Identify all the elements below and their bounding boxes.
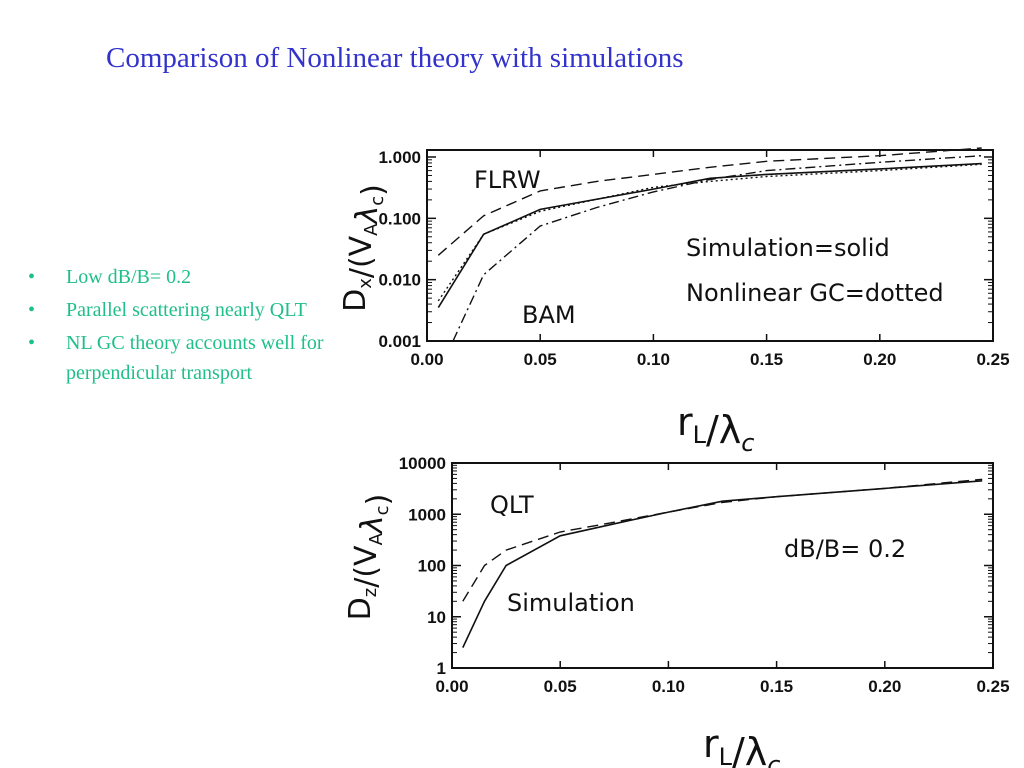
- bullet-text: Parallel scattering nearly QLT: [66, 299, 307, 321]
- chart-annotation: BAM: [522, 301, 576, 329]
- y-tick-label: 0.010: [378, 271, 421, 290]
- y-axis-title-part: λ: [350, 206, 385, 226]
- x-axis-title-part: /λ: [732, 730, 767, 768]
- x-tick-label: 0.20: [868, 677, 901, 696]
- y-axis-title-part: x: [355, 278, 376, 289]
- y-axis-title-part: λ: [355, 515, 390, 535]
- series-line-solid: [462, 480, 983, 648]
- chart-annotation: Nonlinear GC=dotted: [686, 279, 944, 307]
- x-tick-label: 0.15: [750, 350, 783, 369]
- y-tick-label: 0.001: [378, 332, 421, 351]
- y-axis-title: Dx/(VAλc): [338, 184, 391, 312]
- bullet-dot: •: [28, 299, 36, 321]
- y-axis-title-part: c: [372, 505, 393, 515]
- chart-dz: 0.00 0.05 0.10 0.15 0.20 0.25 1 10 100 1000 10000Q…: [343, 454, 1010, 768]
- x-tick-label: 0.05: [524, 350, 557, 369]
- x-tick-label: 0.10: [652, 677, 685, 696]
- y-axis-title-part: z: [360, 588, 381, 597]
- y-axis-title-part: D: [338, 289, 373, 312]
- series-line-dashed: [437, 147, 982, 256]
- chart-annotation: dB/B= 0.2: [784, 535, 906, 563]
- y-tick-label: 10000: [399, 454, 446, 473]
- x-axis-title-part: c: [767, 751, 780, 768]
- x-axis-title-part: r: [703, 722, 719, 766]
- y-tick-label: 1: [437, 659, 446, 678]
- chart-annotation: FLRW: [474, 166, 541, 194]
- x-axis-title-part: c: [741, 429, 754, 457]
- x-tick-label: 0.00: [410, 350, 443, 369]
- x-axis-title: rL/λc: [677, 400, 755, 457]
- y-axis-title-part: /(V: [349, 545, 384, 588]
- x-axis-title: rL/λc: [703, 722, 781, 768]
- y-tick-label: 1.000: [378, 148, 421, 167]
- series-line-dashdot: [452, 155, 982, 342]
- chart-dx: 0.00 0.05 0.10 0.15 0.20 0.25 0.001 0.010 0.100 1…: [338, 147, 1010, 457]
- y-tick-label: 100: [418, 557, 446, 576]
- chart-annotation: QLT: [490, 491, 534, 519]
- chart-annotation: Simulation: [507, 589, 635, 617]
- y-axis-title-part: /(V: [344, 235, 379, 278]
- x-tick-label: 0.20: [863, 350, 896, 369]
- y-axis-title-part: c: [367, 196, 388, 206]
- x-tick-label: 0.05: [544, 677, 577, 696]
- slide-title: Comparison of Nonlinear theory with simu…: [106, 42, 684, 74]
- x-axis-title-part: r: [677, 400, 693, 444]
- x-axis-title-part: L: [693, 421, 707, 449]
- chart-annotation: Simulation=solid: [686, 234, 890, 262]
- x-tick-label: 0.25: [976, 677, 1009, 696]
- y-axis-title: Dz/(VAλc): [343, 494, 396, 621]
- plot-frame: [426, 149, 994, 342]
- x-tick-label: 0.15: [760, 677, 793, 696]
- bullet-item: • Low dB/B= 0.2: [28, 262, 328, 292]
- y-axis-title-part: ): [356, 184, 391, 196]
- x-axis-title-part: L: [719, 743, 733, 768]
- y-axis-title-part: D: [343, 597, 378, 620]
- x-axis-title-part: /λ: [706, 408, 741, 452]
- x-tick-label: 0.00: [435, 677, 468, 696]
- bullet-item: • Parallel scattering nearly QLT: [28, 295, 328, 325]
- y-tick-label: 10: [427, 608, 446, 627]
- bullet-item: • NL GC theory accounts well for perpendi…: [28, 328, 328, 388]
- bullet-text: NL GC theory accounts well for perpendic…: [66, 332, 324, 384]
- x-tick-label: 0.25: [976, 350, 1009, 369]
- bullet-dot: •: [28, 332, 36, 354]
- y-axis-title-part: A: [366, 532, 387, 545]
- y-axis-title-part: A: [361, 223, 382, 236]
- series-line-dotted: [437, 163, 982, 302]
- y-tick-label: 0.100: [378, 209, 421, 228]
- x-tick-label: 0.10: [637, 350, 670, 369]
- y-tick-label: 1000: [408, 505, 446, 524]
- bullet-text: Low dB/B= 0.2: [66, 266, 192, 288]
- bullet-list: • Low dB/B= 0.2 • Parallel scattering near…: [28, 262, 328, 391]
- y-axis-title-part: ): [361, 494, 396, 506]
- bullet-dot: •: [28, 266, 36, 288]
